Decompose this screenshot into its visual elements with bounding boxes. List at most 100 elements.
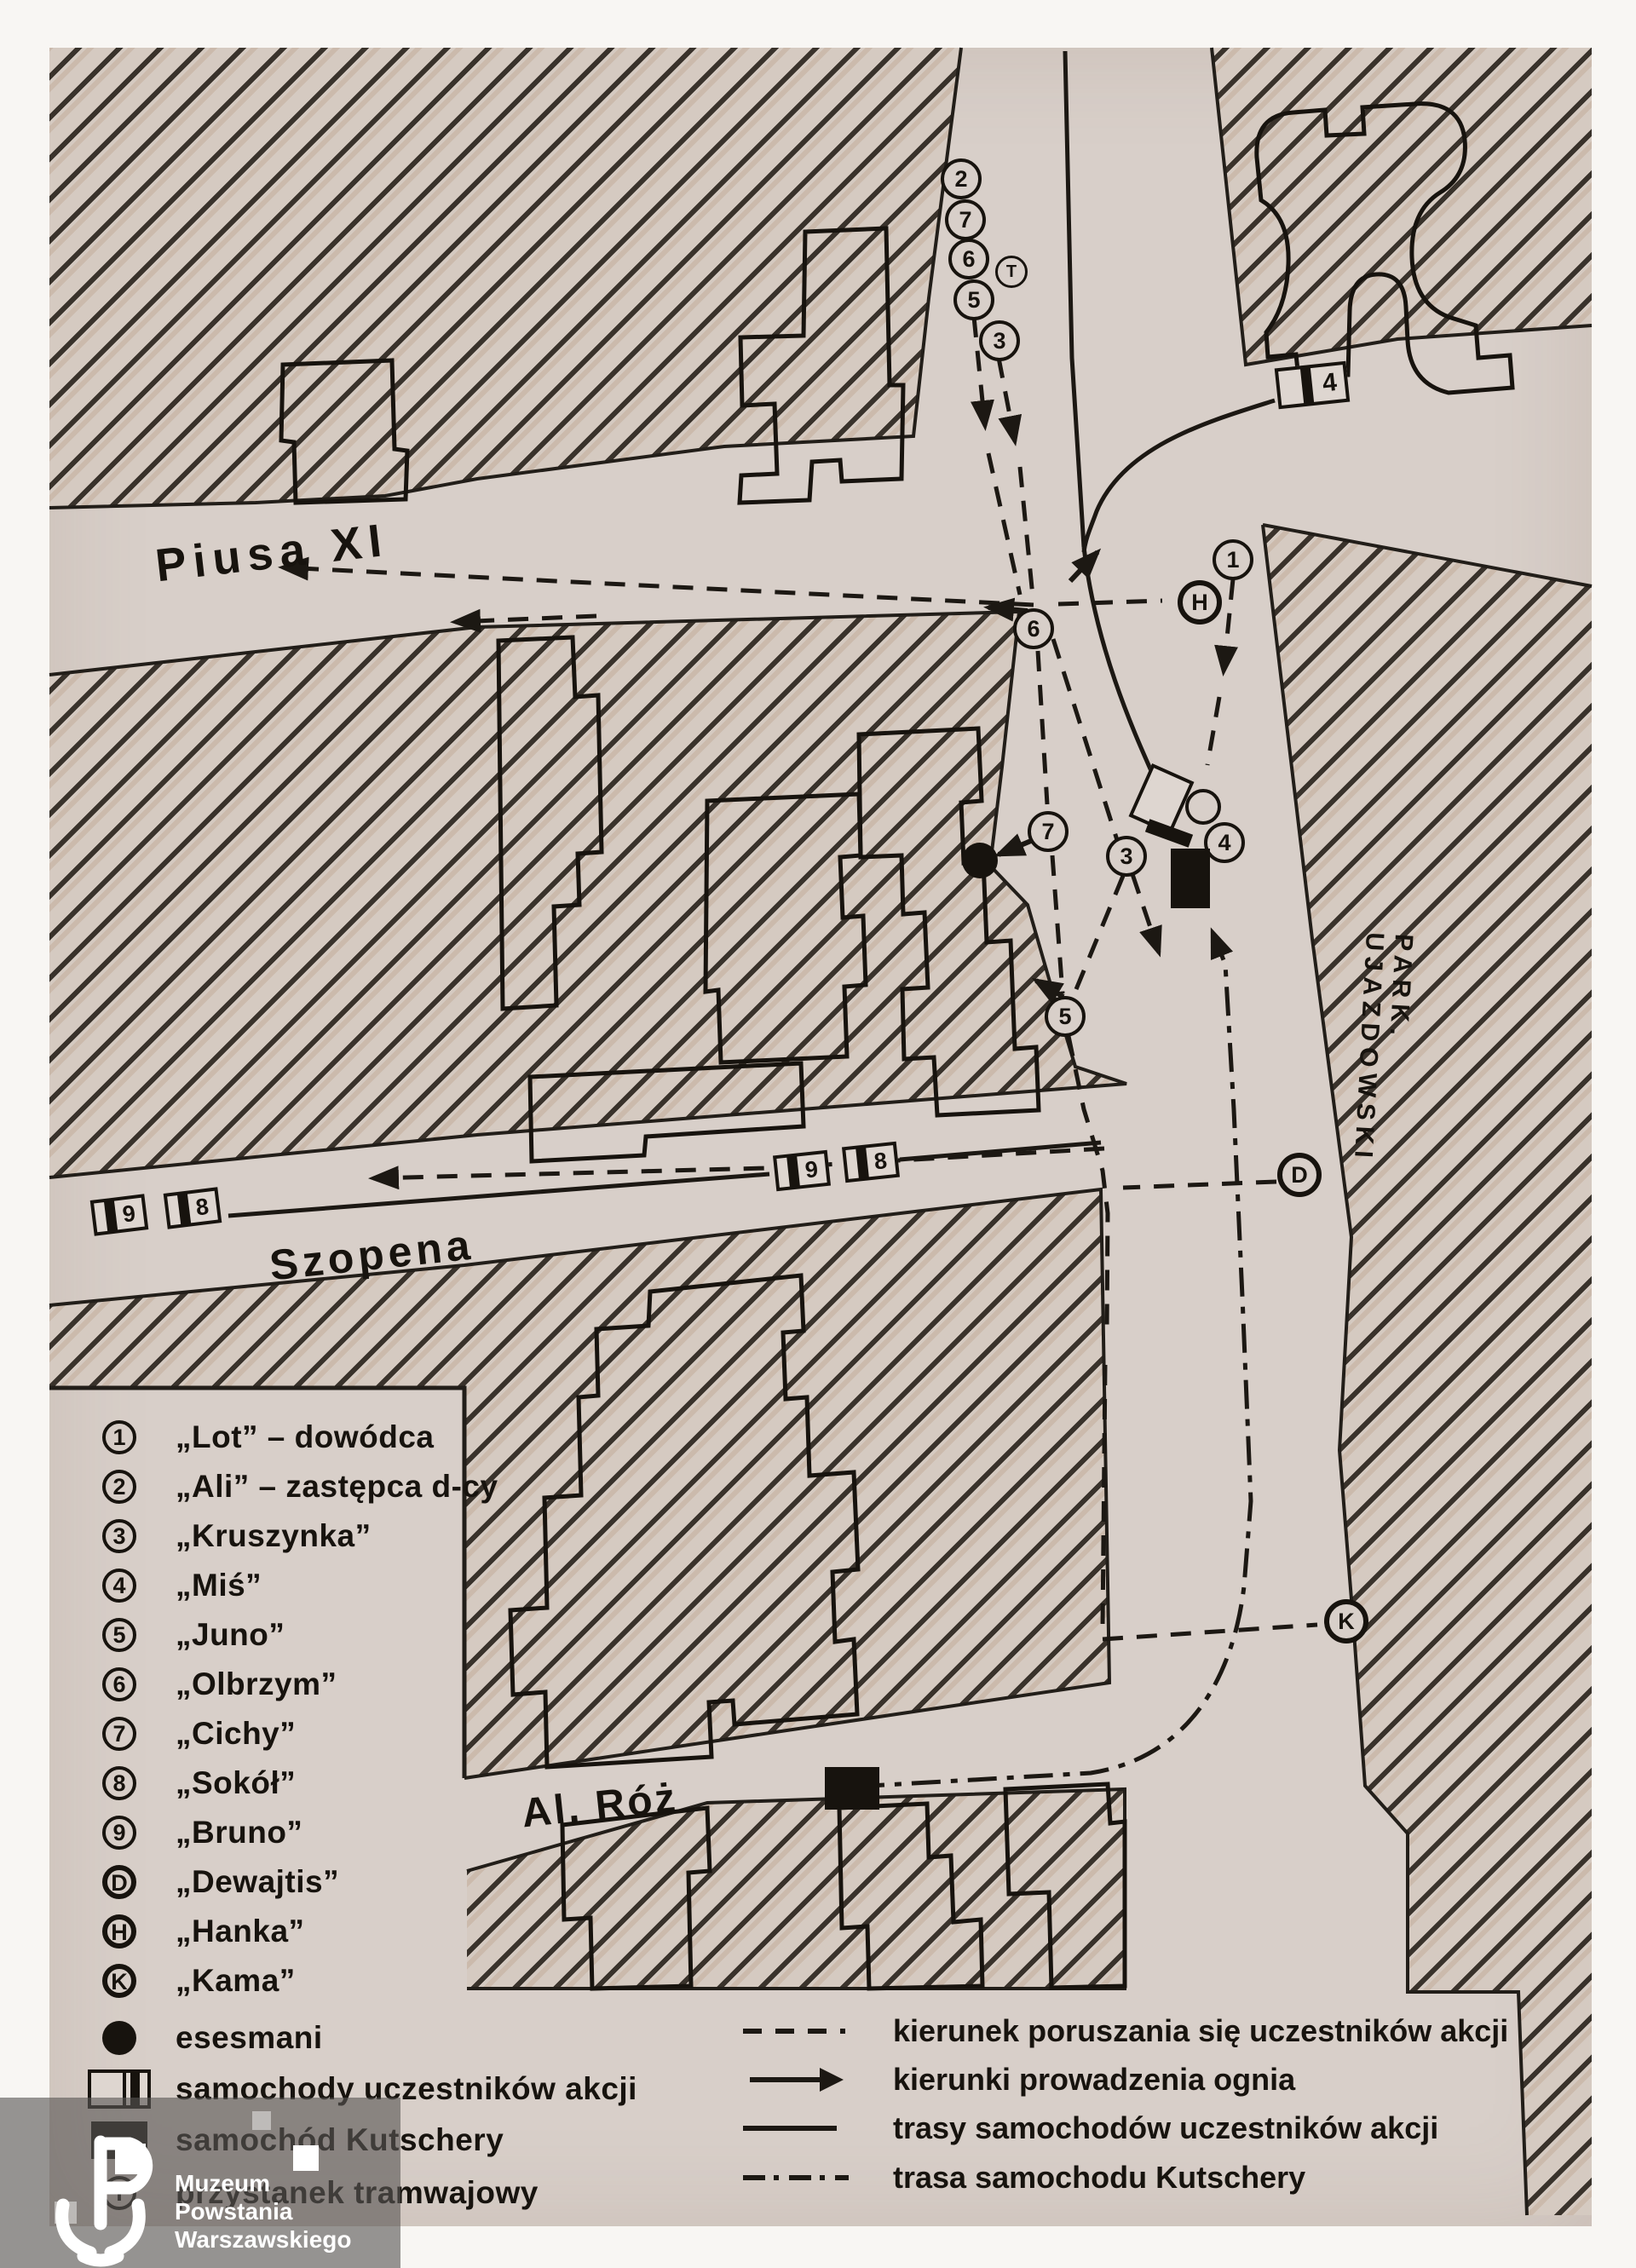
legend-label: „Olbrzym”	[176, 1666, 337, 1701]
car-window-bar	[1299, 367, 1315, 405]
legend-circle-k: K	[102, 1964, 136, 1998]
car-8-szopena-west: 8	[163, 1187, 222, 1229]
car-window-bar	[104, 1200, 118, 1232]
legend-symbol-box: H	[85, 1914, 153, 1949]
car-number: 9	[804, 1155, 820, 1183]
marker-pos-h-hanka: H	[1178, 580, 1222, 625]
legend-row-kruszynka: 3 „Kruszynka”	[85, 1518, 372, 1554]
legend-symbol-box: 5	[85, 1618, 153, 1652]
legend-circle-1: 1	[102, 1420, 136, 1454]
block-border-lines	[49, 47, 1593, 2216]
esesmani-dot-icon	[102, 2021, 136, 2055]
car-9-szopena-mid: 9	[772, 1149, 832, 1192]
legend-label: „Cichy”	[176, 1716, 297, 1751]
legend-row-esesmani: esesmani	[85, 2020, 323, 2056]
legend-label: „Sokół”	[176, 1765, 297, 1800]
marker-pos-1-lot: 1	[1213, 539, 1253, 580]
legend-row-dashed-line: kierunek poruszania się uczestników akcj…	[743, 2013, 1508, 2049]
watermark-line2: Powstania	[175, 2198, 293, 2225]
car-9-szopena-west: 9	[89, 1194, 149, 1236]
car-8-szopena-mid: 8	[841, 1141, 901, 1183]
building-outlines	[279, 101, 1515, 1991]
legend-label: „Bruno”	[176, 1815, 303, 1850]
legend-row-lot: 1 „Lot” – dowódca	[85, 1419, 435, 1455]
watermark-text: Muzeum Powstania Warszawskiego	[175, 2169, 351, 2254]
legend-row-sokol: 8 „Sokół”	[85, 1765, 296, 1801]
legend-circle-d: D	[102, 1865, 136, 1899]
legend-label: trasy samochodów uczestników akcji	[893, 2110, 1439, 2145]
fire-arrow-icon	[743, 2068, 855, 2092]
marker-pos-3-crossing: 3	[1106, 836, 1147, 877]
legend-row-dewajtis: D „Dewajtis”	[85, 1864, 339, 1900]
routes-participant-cars-solid	[228, 50, 1276, 1218]
legend-row-bruno: 9 „Bruno”	[85, 1815, 302, 1851]
legend-label: „Kruszynka”	[176, 1518, 372, 1553]
car-window-bar	[786, 1155, 801, 1188]
legend-symbol-box: 7	[85, 1717, 153, 1751]
marker-pos-6-top: 6	[948, 239, 989, 279]
legend-circle-4: 4	[102, 1569, 136, 1603]
legend-label: esesmani	[176, 2020, 323, 2055]
legend-row-mis: 4 „Miś”	[85, 1568, 262, 1603]
legend-circle-h: H	[102, 1914, 136, 1949]
legend-symbol-box: D	[85, 1865, 153, 1899]
legend-label: kierunek poruszania się uczestników akcj…	[893, 2013, 1509, 2048]
watermark-line3: Warszawskiego	[175, 2226, 352, 2253]
marker-pos-k-kama: K	[1324, 1599, 1368, 1643]
solid-line-icon	[743, 2126, 855, 2131]
legend-label: „Miś”	[176, 1568, 262, 1603]
legend-label: „Lot” – dowódca	[176, 1419, 435, 1454]
legend-symbol-box: 4	[85, 1569, 153, 1603]
marker-pos-3-top: 3	[979, 320, 1020, 361]
legend-row-cichy: 7 „Cichy”	[85, 1716, 296, 1752]
legend-symbol-box: 1	[85, 1420, 153, 1454]
marker-pos-5-top: 5	[953, 279, 994, 320]
legend-symbol-box	[85, 2021, 153, 2055]
legend-circle-8: 8	[102, 1766, 136, 1800]
marker-pos-6-crossing: 6	[1013, 608, 1054, 649]
legend-symbol-box: K	[85, 1964, 153, 1998]
legend-row-olbrzym: 6 „Olbrzym”	[85, 1666, 337, 1702]
legend-row-solid-line: trasy samochodów uczestników akcji	[743, 2110, 1438, 2146]
legend-label: trasa samochodu Kutschery	[893, 2160, 1306, 2195]
watermark-square	[293, 2145, 319, 2171]
kutschera-car-alroz	[825, 1767, 879, 1810]
car-4-north: 4	[1274, 360, 1351, 410]
marker-pos-2-top: 2	[941, 158, 982, 199]
legend-row-fire-arrow: kierunki prowadzenia ognia	[743, 2062, 1295, 2098]
museum-watermark: Muzeum Powstania Warszawskiego	[0, 2098, 400, 2268]
car-number: 8	[873, 1147, 889, 1175]
legend-label: kierunki prowadzenia ognia	[893, 2062, 1296, 2097]
marker-pos-4-crossing: 4	[1204, 822, 1245, 863]
car-number: 9	[121, 1200, 137, 1227]
legend-label: „Dewajtis”	[176, 1864, 340, 1899]
marker-pos-7-crossing: 7	[1028, 811, 1069, 852]
marker-tram-stop: T	[995, 256, 1028, 288]
legend-symbol-box: 9	[85, 1816, 153, 1850]
marker-pos-d-dewajtis: D	[1277, 1153, 1322, 1197]
legend-circle-5: 5	[102, 1618, 136, 1652]
car-window-bar	[177, 1193, 192, 1225]
esesmani-dot	[962, 843, 998, 878]
legend-row-juno: 5„Juno”	[85, 1617, 285, 1653]
legend-label: „Hanka”	[176, 1914, 305, 1949]
legend-row-ali: 2 „Ali” – zastępca d-cy	[85, 1469, 498, 1505]
legend-label: „Ali” – zastępca d-cy	[176, 1469, 498, 1504]
kutschera-car-ambush	[1171, 849, 1210, 908]
legend-symbol-box: 6	[85, 1667, 153, 1701]
legend-circle-3: 3	[102, 1519, 136, 1553]
route-kutschera-car-dashdot	[855, 927, 1253, 1789]
watermark-square	[252, 2111, 271, 2130]
legend-circle-2: 2	[102, 1470, 136, 1504]
routes-participants-dashed	[278, 316, 1318, 1642]
kotwica-anchor-logo	[55, 2135, 153, 2267]
open-circle-marker	[1185, 789, 1221, 825]
legend-symbol-box: 2	[85, 1470, 153, 1504]
legend-symbol-box: 8	[85, 1766, 153, 1800]
car-window-bar	[855, 1147, 870, 1179]
